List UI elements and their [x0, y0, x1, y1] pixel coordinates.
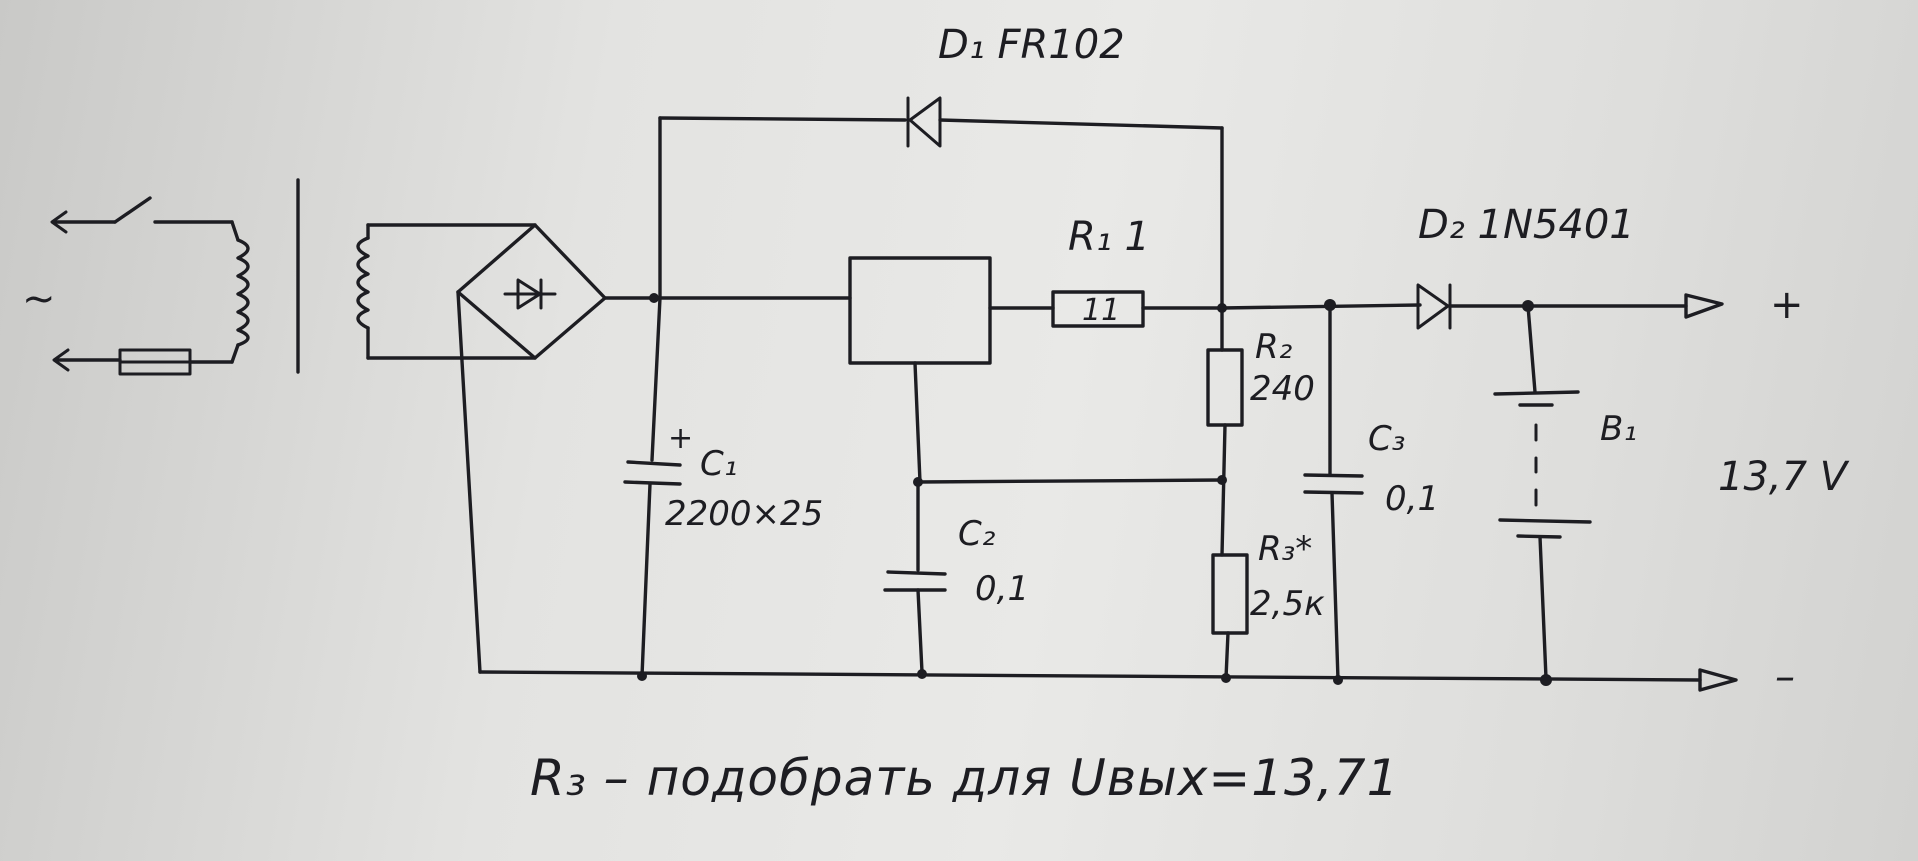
transformer: [236, 178, 537, 374]
c1-value: 2200×25: [665, 494, 823, 534]
r1-body-label: 11: [1082, 293, 1120, 328]
primary-coil: [236, 238, 250, 347]
c3-name: C₃: [1368, 419, 1405, 459]
d2-label: D₂ 1N5401: [1418, 202, 1635, 248]
r2-name: R₂: [1255, 327, 1293, 367]
c1-name: C₁: [700, 444, 737, 484]
junction: [649, 293, 659, 303]
ac-symbol: ~: [22, 276, 56, 322]
battery-label: B₁: [1600, 409, 1637, 449]
voltage-label: 13,7 V: [1718, 454, 1850, 500]
secondary-coil: [356, 236, 370, 330]
diode-d1: [658, 96, 1224, 310]
minus-label: –: [1775, 654, 1795, 700]
c2-name: C₂: [958, 514, 996, 554]
mains-switch: [113, 196, 152, 224]
r3-value: 2,5к: [1250, 584, 1325, 624]
capacitor-c3: [1303, 303, 1364, 685]
bridge-rectifier: [456, 223, 607, 674]
d1-label: D₁ FR102: [938, 22, 1125, 68]
resistor-r2: [1206, 306, 1244, 557]
resistor-r1: [988, 290, 1224, 328]
r3-selection-note: R₃ – подобрать для Uвых=13,71: [530, 749, 1399, 807]
diode-d2: [1416, 283, 1688, 330]
battery-b1: [1493, 304, 1592, 686]
c1-polarity: +: [668, 421, 693, 456]
r2-value: 240: [1250, 369, 1315, 409]
voltage-regulator: [848, 256, 992, 365]
resistor-r3: [1211, 553, 1249, 683]
r3-name: R₃*: [1258, 529, 1312, 569]
r1-label: R₁ 1: [1068, 214, 1150, 260]
mains-input: ~: [22, 196, 240, 376]
c3-value: 0,1: [1385, 479, 1439, 519]
output-plus-terminal: [1684, 293, 1724, 319]
c2-value: 0,1: [975, 569, 1029, 609]
output-minus-terminal: [1698, 668, 1738, 692]
capacitor-c2: [883, 480, 947, 679]
plus-label: +: [1770, 282, 1804, 328]
capacitor-c1: [623, 296, 682, 681]
ground-rail: [478, 670, 1702, 682]
